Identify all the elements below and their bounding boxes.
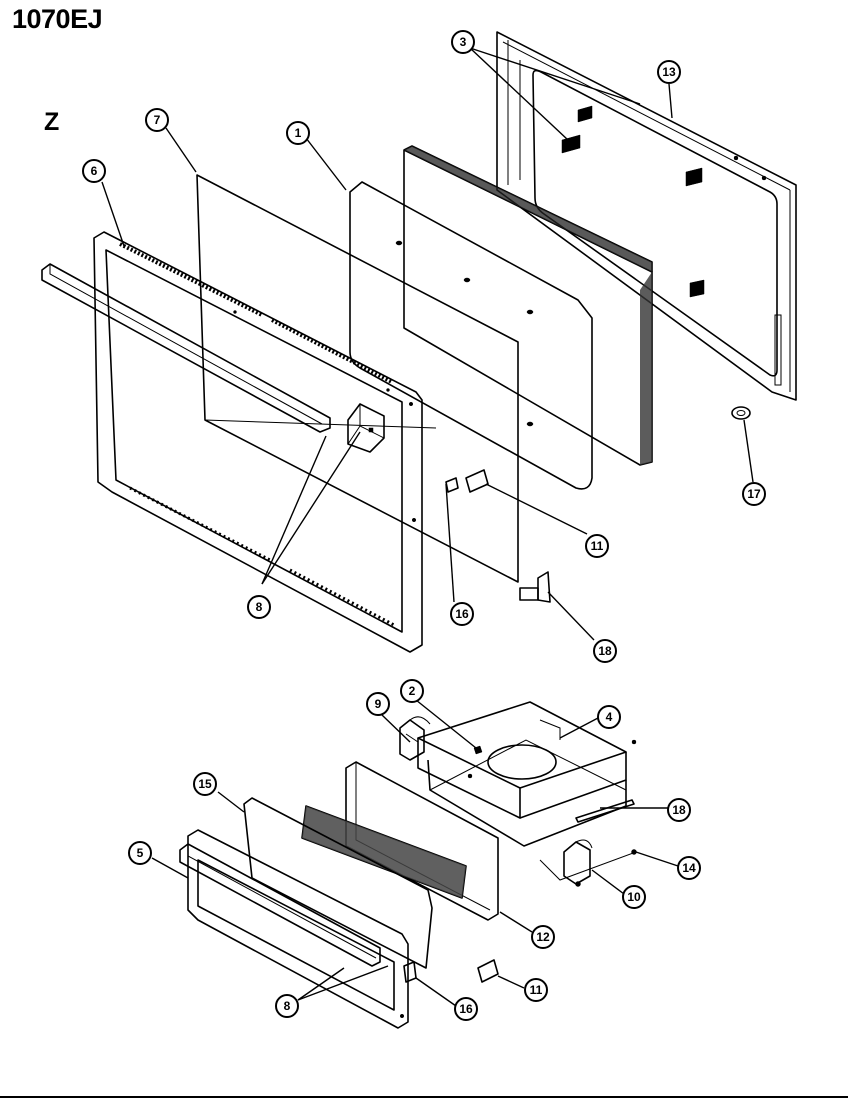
callout-circle xyxy=(193,772,217,796)
callout-circle xyxy=(286,121,310,145)
drawer-pan xyxy=(417,701,637,847)
callout-label: 3 xyxy=(460,35,467,49)
callout-circle xyxy=(597,705,621,729)
callout-circle xyxy=(622,885,646,909)
callout-circle xyxy=(145,108,169,132)
callout-label: 1 xyxy=(295,126,302,140)
door-hinge-receptacle xyxy=(519,571,551,603)
callout-circle xyxy=(524,978,548,1002)
callout-label: 14 xyxy=(682,861,696,875)
callout-label: 16 xyxy=(459,1002,473,1016)
drawer-slide-rail xyxy=(575,799,635,823)
door-screw xyxy=(445,477,459,493)
callout-label: 12 xyxy=(536,930,550,944)
door-clip xyxy=(731,406,751,420)
callout-circle xyxy=(657,60,681,84)
callout-circle xyxy=(275,994,299,1018)
callout-label: 15 xyxy=(198,777,212,791)
door-frame xyxy=(93,231,423,653)
callout-label: 6 xyxy=(91,164,98,178)
drawer-label-plate xyxy=(477,959,499,983)
drawer-front xyxy=(187,829,409,1029)
bottom-rule xyxy=(0,1096,848,1098)
callout-label: 5 xyxy=(137,846,144,860)
callout-circle xyxy=(593,639,617,663)
door-label-plate xyxy=(465,469,489,493)
drawer-slide-bracket-left xyxy=(399,716,431,761)
callout-label: 8 xyxy=(256,600,263,614)
callout-circle xyxy=(454,997,478,1021)
callout-circle xyxy=(400,679,424,703)
callout-label: 18 xyxy=(598,644,612,658)
door-outer-glass xyxy=(196,174,519,583)
callout-circle xyxy=(742,482,766,506)
leader-lines xyxy=(101,47,754,1007)
callout-bubbles: 3 13 7 1 6 17 11 8 16 18 9 2 4 15 18 5 1 xyxy=(82,30,766,1021)
drawer-slide-bracket-right xyxy=(563,839,593,887)
door-insulation-pack xyxy=(403,145,653,466)
callout-circle xyxy=(451,30,475,54)
section-letter: Z xyxy=(44,108,60,136)
callout-label: 8 xyxy=(284,999,291,1013)
door-handle-rail xyxy=(41,263,331,433)
callout-circle xyxy=(677,856,701,880)
callout-label: 11 xyxy=(591,539,604,553)
callout-label: 17 xyxy=(747,487,761,501)
callout-label: 11 xyxy=(530,983,543,997)
callout-label: 9 xyxy=(375,697,382,711)
callout-circle xyxy=(82,159,106,183)
callout-circle xyxy=(585,534,609,558)
callout-circle xyxy=(366,692,390,716)
door-inner-glass xyxy=(349,181,593,490)
model-number-title: 1070EJ xyxy=(12,4,103,34)
drawer-screw xyxy=(403,961,417,983)
drawer-insulation xyxy=(301,805,467,899)
callout-circle xyxy=(247,595,271,619)
callout-circle xyxy=(531,925,555,949)
callout-label: 18 xyxy=(672,803,686,817)
drawer-handle xyxy=(179,843,381,967)
callout-circle xyxy=(450,602,474,626)
callout-label: 10 xyxy=(627,890,641,904)
door-handle-bracket xyxy=(347,403,385,453)
callout-circle xyxy=(667,798,691,822)
callout-circle xyxy=(128,841,152,865)
callout-label: 2 xyxy=(409,684,416,698)
callout-label: 4 xyxy=(606,710,613,724)
callout-label: 16 xyxy=(455,607,469,621)
drawer-slide-screw xyxy=(539,849,637,881)
callout-label: 7 xyxy=(154,113,161,127)
callout-label: 13 xyxy=(662,65,676,79)
